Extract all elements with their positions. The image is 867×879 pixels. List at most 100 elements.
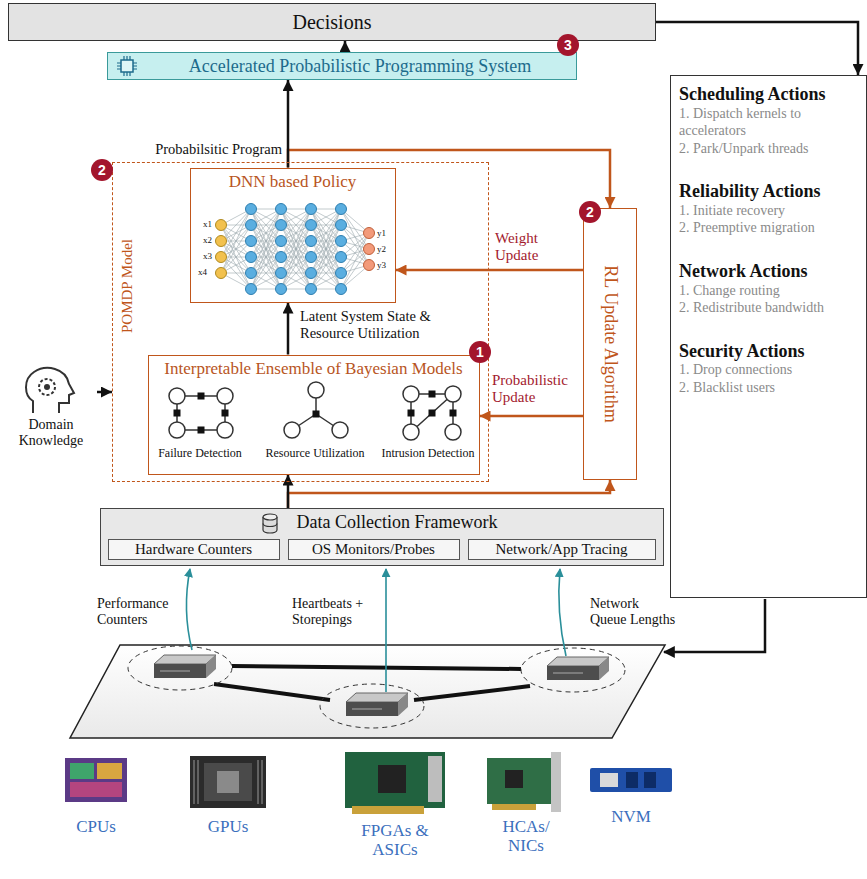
panel-item: 1. Dispatch kernels to accelerators xyxy=(679,105,858,140)
network-neuron xyxy=(275,235,286,246)
server-node xyxy=(398,693,408,716)
knowledge-icon xyxy=(19,365,83,415)
network-edge xyxy=(311,241,341,289)
server-node xyxy=(547,657,609,666)
node-text: POMDP Model xyxy=(119,239,136,333)
knowledge-icon xyxy=(44,384,50,390)
graph-icons xyxy=(169,382,461,440)
node-text: Network/App Tracing xyxy=(495,541,627,558)
database-icon xyxy=(261,513,279,535)
graph-icons xyxy=(332,422,348,438)
network-neuron xyxy=(245,283,256,294)
graph-icons xyxy=(221,409,228,416)
algorithm-box: RL Update Algorithm xyxy=(583,208,637,480)
panel-item: 2. Park/Unpark threads xyxy=(679,140,858,158)
server-node xyxy=(521,648,625,692)
network-neuron xyxy=(245,251,256,262)
cpu-image xyxy=(70,782,122,797)
cpu-image xyxy=(70,763,94,779)
hardware-label: GPUs xyxy=(188,818,268,837)
io-label: x4 xyxy=(198,267,212,278)
io-label: y3 xyxy=(377,260,393,271)
graph-icons xyxy=(449,409,456,416)
network-neuron xyxy=(215,251,226,262)
server-node xyxy=(346,702,398,716)
gpu-image xyxy=(194,760,262,804)
telemetry-arrow xyxy=(559,569,566,656)
graph-icons xyxy=(403,424,419,440)
io-label: x1 xyxy=(198,219,212,230)
graph-icons xyxy=(445,386,461,402)
callout-number: 3 xyxy=(557,34,579,56)
panel-heading: Security Actions xyxy=(679,341,858,362)
hardware-label: NVM xyxy=(591,808,671,827)
signal-label: Performance Counters xyxy=(97,596,187,628)
connector xyxy=(344,41,347,52)
panel-heading: Network Actions xyxy=(679,261,858,282)
node-text: Data Collection Framework xyxy=(131,512,663,533)
node-text: OS Monitors/Probes xyxy=(312,541,435,558)
panel-heading: Scheduling Actions xyxy=(679,84,858,105)
network-neuron xyxy=(215,235,226,246)
edge-label: Probabilistic Update xyxy=(492,372,580,406)
network-neuron xyxy=(245,203,256,214)
callout-number: 1 xyxy=(469,341,491,363)
gpu-image xyxy=(204,763,252,801)
collection-box: Data Collection FrameworkHardware Counte… xyxy=(100,508,664,566)
network-neuron xyxy=(245,219,256,230)
network-edge xyxy=(281,209,311,289)
cpu-image xyxy=(97,763,122,779)
knowledge-icon xyxy=(39,379,55,395)
system-box: Accelerated Probabilistic Programming Sy… xyxy=(107,52,577,80)
graph-icons xyxy=(197,392,204,399)
server-node xyxy=(320,684,424,728)
network-edge xyxy=(221,241,251,289)
network-edge xyxy=(221,209,251,257)
server-link xyxy=(414,686,530,700)
edge-label: Weight Update xyxy=(495,230,565,264)
network-edge xyxy=(311,209,341,289)
server-node xyxy=(346,693,408,702)
server-node xyxy=(599,657,609,680)
fpga-image xyxy=(378,765,406,793)
signal-label: Heartbeats + Storepings xyxy=(292,596,374,628)
knowledge-source: Domain Knowledge xyxy=(5,365,97,453)
network-edge xyxy=(251,209,281,289)
node-text: Hardware Counters xyxy=(135,541,252,558)
graph-icons xyxy=(308,382,324,398)
panel-item: 2. Blacklist users xyxy=(679,379,858,397)
hardware-label: FPGAs & ASICs xyxy=(350,822,440,859)
hardware-label: CPUs xyxy=(56,818,136,837)
panel-item: 1. Change routing xyxy=(679,282,858,300)
gpu-image xyxy=(217,771,239,793)
network-neuron xyxy=(305,235,316,246)
server-link xyxy=(214,684,330,700)
database-icon xyxy=(263,524,277,527)
graph-label: Intrusion Detection xyxy=(373,446,483,461)
chip-icon xyxy=(121,60,133,72)
cpu-image xyxy=(65,758,127,802)
panel-item: 1. Initiate recovery xyxy=(679,202,858,220)
network-neuron xyxy=(245,267,256,278)
network-neuron xyxy=(305,251,316,262)
action-arrow xyxy=(664,599,765,652)
node-text: Decisions xyxy=(293,11,372,34)
server-node xyxy=(160,671,190,672)
network-neuron xyxy=(275,219,286,230)
server-node xyxy=(206,655,216,678)
graph-icons xyxy=(169,388,185,404)
connector xyxy=(287,303,290,355)
network-neuron xyxy=(275,283,286,294)
connector xyxy=(288,480,610,508)
nvm-image xyxy=(590,768,672,792)
nic-image xyxy=(551,752,561,812)
server-node xyxy=(128,646,232,690)
graph-icons xyxy=(169,422,185,438)
network-edge xyxy=(251,209,281,289)
panel-heading: Reliability Actions xyxy=(679,181,858,202)
node-text: DNN based Policy xyxy=(191,172,395,192)
io-label: y1 xyxy=(377,228,393,239)
fpga-image xyxy=(352,806,424,814)
